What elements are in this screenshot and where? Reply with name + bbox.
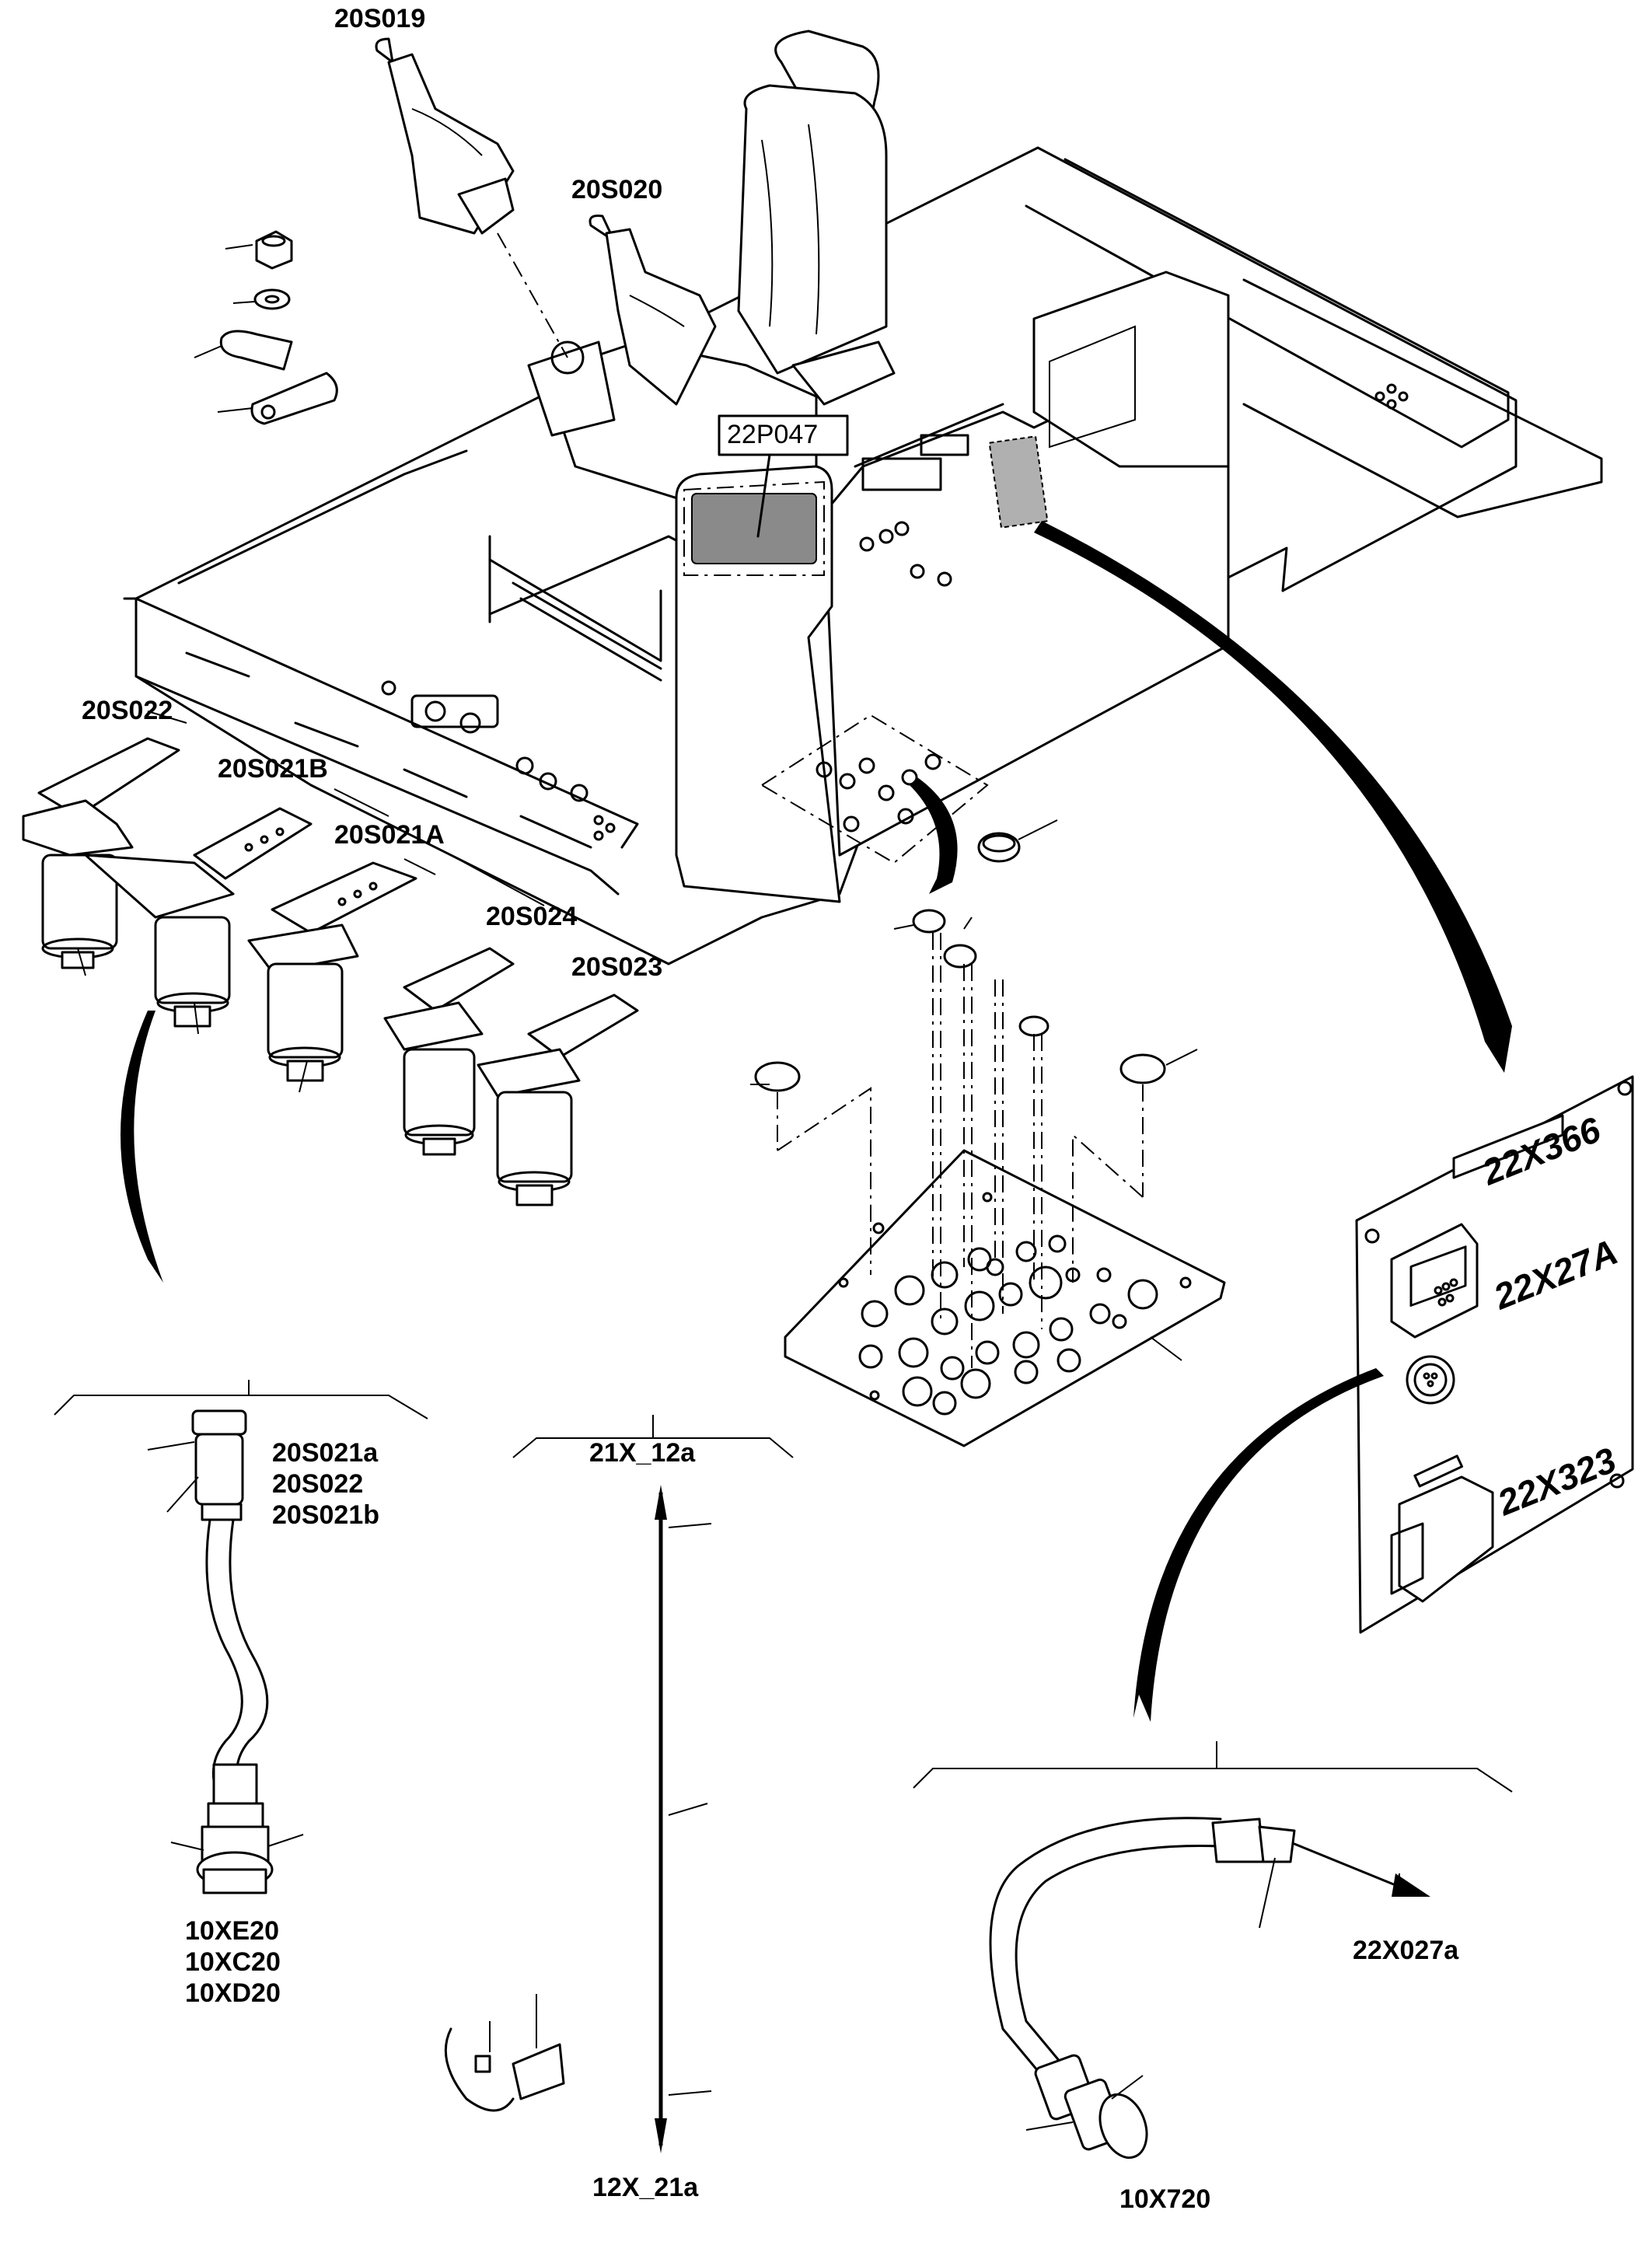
joystick-mount: [527, 340, 616, 437]
joystick-20S019: [375, 37, 515, 235]
cable-10X720: [913, 1741, 1513, 2159]
small-hardware: [194, 230, 338, 425]
display-pillar-22P047: [675, 414, 989, 903]
pedal-20S021A: [247, 861, 417, 1082]
label-20S021A: 20S021A: [334, 820, 445, 850]
label-20S020: 20S020: [571, 175, 662, 204]
label-10XC20: 10XC20: [185, 1947, 281, 1977]
right-console: [823, 271, 1230, 857]
pedal-20S021B: [84, 807, 313, 1028]
label-10XE20: 10XE20: [185, 1916, 279, 1946]
label-12X_21a: 12X_21a: [592, 2173, 699, 2202]
label-20S021a: 20S021a: [272, 1438, 379, 1468]
cable-21X12a: [444, 1415, 794, 2153]
flow-arrows: [120, 521, 1512, 1722]
joystick-20S020: [589, 215, 717, 406]
pedal-20S023: [477, 993, 639, 1206]
label-22X027a: 22X027a: [1353, 1936, 1459, 1965]
label-20S022: 20S022: [82, 696, 173, 725]
label-10X720: 10X720: [1119, 2184, 1210, 2214]
label-20S023: 20S023: [571, 952, 662, 982]
label-20S019: 20S019: [334, 4, 425, 33]
callout-labels: 20S019 20S020 22P047 20S022 20S021B 20S0…: [82, 4, 1459, 2214]
leader-20S019: [497, 232, 568, 358]
label-20S024: 20S024: [486, 902, 577, 931]
operator-seat: [543, 30, 896, 507]
label-20S022-end: 20S022: [272, 1469, 363, 1499]
label-21X_12a: 21X_12a: [589, 1438, 696, 1468]
label-20S021B: 20S021B: [218, 754, 328, 784]
label-22P047: 22P047: [727, 420, 818, 449]
label-10XD20: 10XD20: [185, 1978, 281, 2008]
label-20S021b: 20S021b: [272, 1500, 379, 1530]
pedal-20S024: [383, 947, 515, 1156]
connector-panel: 22X366 22X27A 22X323: [1355, 1075, 1634, 1634]
pedal-harness: [54, 1380, 428, 1894]
cable-entry-plate: [750, 819, 1226, 1447]
pedal-20S022: [22, 737, 180, 969]
